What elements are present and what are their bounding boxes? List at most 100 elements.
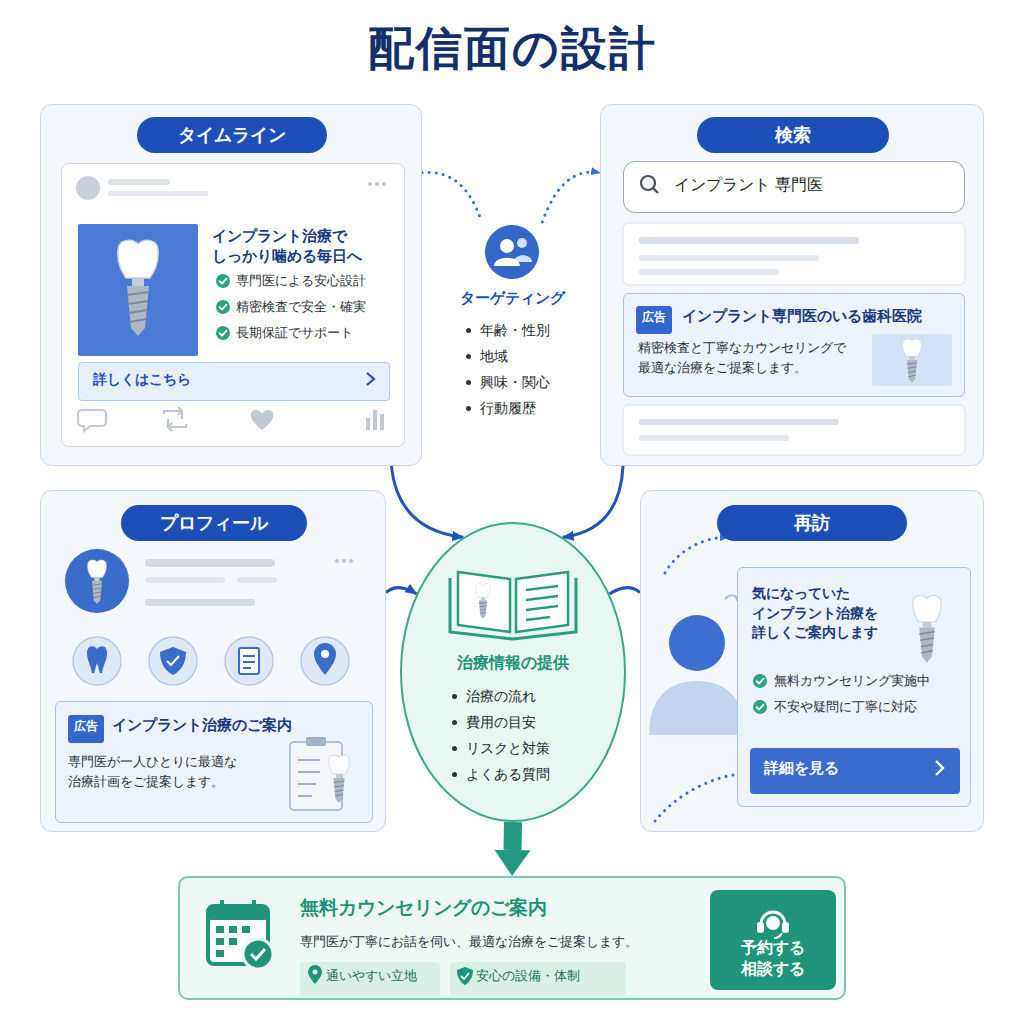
- profile-mockup-part: [145, 599, 255, 606]
- shield-icon-part: [457, 967, 473, 985]
- retarget-graphics: [738, 568, 748, 578]
- feature-chip: 安心の設備・体制: [450, 962, 626, 996]
- post-mockup-part: [78, 407, 186, 431]
- post-mockup-part-part: [164, 407, 186, 431]
- info-oval-shape-part: [401, 523, 625, 821]
- profile-mockup-part-part: [335, 559, 339, 563]
- profile-mockup-part: [145, 577, 225, 583]
- link-button: 詳しくはこちら: [78, 362, 390, 401]
- post-mockup-part: [216, 300, 230, 314]
- clipboard-illustration-part-part: [298, 795, 312, 797]
- ad-tag: 広告: [68, 715, 104, 743]
- search-results-mockup: [601, 105, 611, 115]
- connector-arrow: [610, 588, 641, 594]
- node-heading: 再訪: [717, 505, 907, 541]
- flow-arrow: [504, 822, 523, 850]
- search-box: インプラント 専門医: [623, 161, 965, 213]
- profile-mockup-part-part: [149, 637, 197, 685]
- magnifier-icon-part: [653, 188, 658, 193]
- channel-panel: タイムライン インプラント治療で しっかり噛める毎日へ専門医による安心設計精密検…: [40, 104, 422, 466]
- node-text: 長期保証でサポート: [236, 324, 396, 342]
- connector-arrow: [563, 466, 623, 537]
- diagram-title: 配信面の設計: [0, 18, 1024, 80]
- node-text: 地域: [480, 346, 586, 366]
- node-heading: 広告: [636, 306, 672, 328]
- connector-arrow: [391, 466, 463, 537]
- post-mockup-part: [368, 182, 386, 186]
- clipboard-illustration-part: [329, 755, 349, 803]
- node-text: 専門医による安心設計: [236, 272, 396, 290]
- node-heading: ターゲティング: [436, 288, 588, 308]
- node-heading: 安心の設備・体制: [476, 962, 622, 990]
- search-results-mockup-part: [639, 419, 839, 425]
- calendar-icon-part-part: [242, 926, 250, 933]
- headset-icon-part: [757, 922, 764, 933]
- targeting-icon-part: [500, 239, 514, 253]
- headset-icon: [710, 890, 720, 900]
- detail-button: 詳細を見る: [750, 748, 960, 794]
- profile-mockup-part: [160, 647, 186, 675]
- clipboard-illustration-part: [290, 742, 342, 810]
- cta-band: 無料カウンセリングのご案内専門医が丁寧にお話を伺い、最適な治療をご提案します。通…: [178, 876, 846, 1000]
- headset-icon-part: [782, 922, 789, 933]
- targeting-icon-part: [485, 225, 539, 279]
- node-heading: タイムライン: [137, 117, 327, 153]
- post-mockup-part-part: [380, 414, 384, 430]
- post-mockup-part: [216, 274, 230, 288]
- profile-mockup-part: [88, 560, 107, 604]
- profile-mockup-part: [167, 656, 179, 665]
- ad-tag: 広告: [636, 306, 672, 334]
- node-heading: 気になっていた インプラント治療を 詳しくご案内します: [752, 584, 902, 643]
- ad-card: インプラント治療のご案内専門医が一人ひとりに最適な 治療計画をご提案します。広告: [55, 701, 373, 823]
- node-heading: 詳しくはこちら: [93, 363, 353, 395]
- node-heading: 無料カウンセリングのご案内: [300, 894, 680, 920]
- chevron-part: [367, 373, 374, 385]
- post-mockup-part: [76, 176, 100, 200]
- shield-icon-part: [461, 973, 469, 979]
- post-mockup-part-part: [78, 410, 106, 431]
- pin-icon-part: [313, 970, 318, 975]
- node-text: 専門医が丁寧にお話を伺い、最適な治療をご提案します。: [300, 932, 700, 952]
- node-text: 無料カウンセリング実施中: [774, 672, 964, 690]
- info-oval-shape-part: [458, 572, 568, 632]
- profile-mockup-part: [239, 648, 259, 674]
- post-mockup-part: [108, 191, 208, 196]
- node-heading: 治療情報の提供: [400, 652, 626, 674]
- calendar-icon-part-part: [216, 938, 224, 945]
- profile-mockup-part: [73, 637, 349, 685]
- headset-icon-part: [766, 916, 780, 930]
- calendar-icon-part: [208, 906, 268, 920]
- clipboard-illustration-part-part: [298, 759, 320, 761]
- cta-button: 予約する 相談する: [710, 890, 836, 990]
- search-results-mockup-part: [623, 223, 965, 285]
- post-mockup-part-part: [375, 182, 379, 186]
- node-text: 専門医が一人ひとりに最適な 治療計画をご提案します。: [68, 752, 288, 791]
- info-oval-shape-part-part: [526, 617, 550, 620]
- node-text: リスクと対策: [466, 738, 606, 758]
- connector-arrow: [386, 588, 417, 594]
- clipboard-illustration-part-part: [298, 771, 320, 773]
- ad-result: インプラント専門医のいる歯科医院精密検査と丁寧なカウンセリングで 最適な治療をご…: [623, 293, 965, 397]
- calendar-icon-part-part: [229, 926, 237, 933]
- info-oval-shape-part: [526, 586, 558, 620]
- magnifier-icon-part: [641, 176, 655, 190]
- visitor-illustration-part: [665, 537, 729, 573]
- magnifier-icon: [624, 162, 634, 172]
- chevron: [750, 748, 760, 758]
- profile-mockup-part-part: [342, 559, 346, 563]
- profile-mockup-part-part: [349, 559, 353, 563]
- profile-mockup-part: [321, 650, 329, 658]
- ad-thumbnail-part: [903, 339, 922, 383]
- profile-mockup-part-part: [301, 637, 349, 685]
- node-heading: 通いやすい立地: [326, 962, 436, 990]
- post-mockup-part: [78, 224, 198, 356]
- node-text: 行動履歴: [480, 398, 586, 418]
- calendar-icon: [180, 878, 190, 888]
- clipboard-illustration-part-part: [298, 783, 316, 785]
- profile-mockup-part-part: [243, 661, 255, 663]
- info-oval-shape-part: [476, 584, 491, 619]
- clipboard-illustration: [56, 702, 66, 712]
- profile-mockup-part: [335, 559, 353, 563]
- dotted-connector: [422, 172, 482, 222]
- visitor-illustration-part: [649, 681, 745, 735]
